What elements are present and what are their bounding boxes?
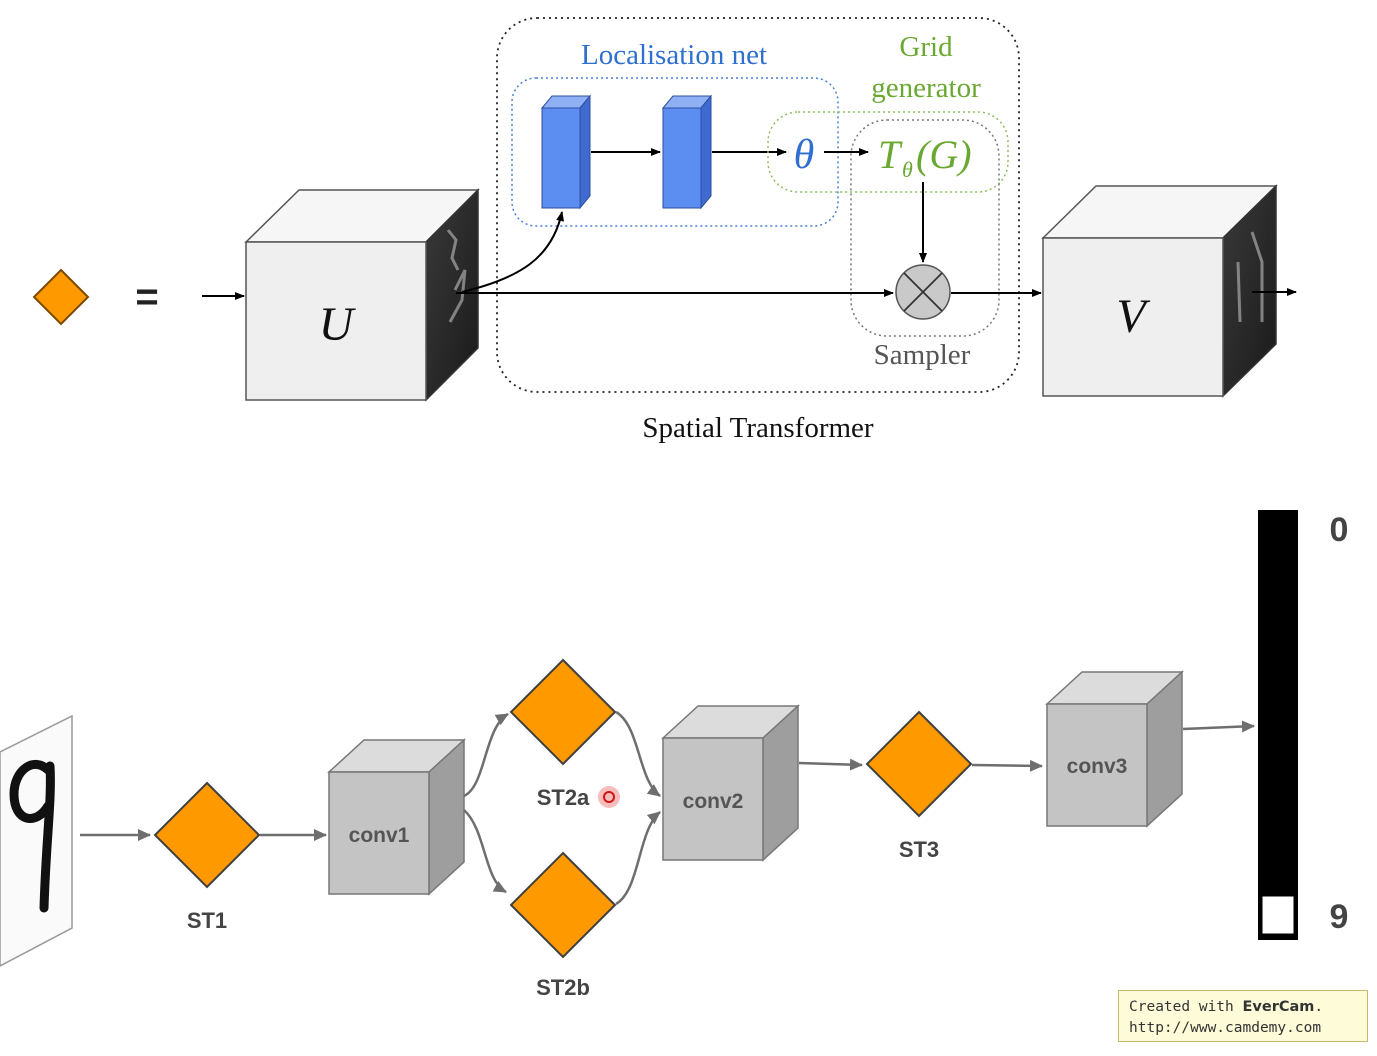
output-probability-bar: [1258, 510, 1298, 940]
watermark-line-1: Created with EverCam.: [1129, 997, 1357, 1018]
output-label-bottom: 9: [1330, 898, 1349, 936]
arrow-st2a-conv2: [615, 710, 661, 798]
legend-diamond-icon: [32, 268, 90, 326]
input-digit-card: [0, 714, 73, 967]
sampler-label: Sampler: [874, 339, 971, 371]
grid-generator-label-1: Grid: [899, 31, 953, 63]
transform-expression: T θ (G): [878, 132, 972, 182]
conv3-label: conv3: [1067, 755, 1128, 778]
transform-argument: (G): [916, 132, 972, 177]
grid-generator-box: [767, 111, 1009, 193]
bottom-diagram: ST1 conv1 ST2a ST2b conv2: [0, 510, 1348, 1000]
output-label-top: 0: [1330, 511, 1349, 549]
st2b-label: ST2b: [536, 975, 590, 1000]
watermark-suffix: .: [1314, 999, 1324, 1015]
localisation-layer-1: [540, 94, 592, 210]
st1-label: ST1: [187, 908, 227, 933]
equals-sign: =: [135, 275, 158, 319]
arrow-st3-conv3: [971, 759, 1043, 772]
st3-diamond: [865, 710, 973, 818]
localisation-layer-2: [661, 94, 713, 210]
arrow-conv1-st2a: [463, 712, 509, 798]
evercam-watermark[interactable]: Created with EverCam. http://www.camdemy…: [1118, 990, 1368, 1042]
st2a-diamond: [509, 658, 617, 766]
output-selected-cell: [1261, 895, 1295, 935]
cube-u-label: U: [319, 298, 357, 351]
st2b-diamond: [509, 851, 617, 959]
conv1-label: conv1: [349, 824, 410, 847]
arrow-u-localisation: [461, 211, 564, 293]
arrow-conv3-output: [1182, 720, 1255, 733]
localisation-net-label: Localisation net: [581, 39, 767, 71]
conv2-label: conv2: [683, 790, 744, 813]
st3-label: ST3: [899, 837, 939, 862]
theta-symbol: θ: [794, 132, 815, 178]
watermark-url[interactable]: http://www.camdemy.com: [1129, 1020, 1322, 1036]
conv2-cube: conv2: [661, 704, 800, 862]
cube-v: V: [1041, 184, 1278, 398]
conv1-cube: conv1: [327, 738, 466, 896]
st2a-label: ST2a: [537, 785, 590, 810]
watermark-brand: EverCam: [1242, 999, 1315, 1015]
arrow-conv1-st2b: [463, 809, 507, 894]
watermark-prefix: Created with: [1129, 999, 1243, 1015]
digit-nine-icon: [9, 760, 55, 913]
st1-diamond: [153, 781, 261, 889]
spatial-transformer-caption: Spatial Transformer: [642, 412, 874, 444]
cube-v-label: V: [1116, 290, 1150, 343]
spatial-transformer-box: [496, 17, 1020, 393]
arrow-st2b-conv2: [615, 811, 661, 906]
conv3-cube: conv3: [1045, 670, 1184, 828]
sampler-multiply-icon: [895, 264, 951, 320]
arrow-conv2-st3: [798, 758, 863, 771]
cube-u: U: [244, 188, 480, 402]
top-diagram: = U Localisation net: [32, 17, 1297, 444]
transform-subscript: θ: [902, 157, 913, 182]
sampler-box: [850, 119, 1000, 337]
grid-generator-label-2: generator: [871, 72, 981, 104]
transform-symbol: T: [878, 132, 903, 177]
cursor-indicator-icon: [598, 786, 620, 808]
